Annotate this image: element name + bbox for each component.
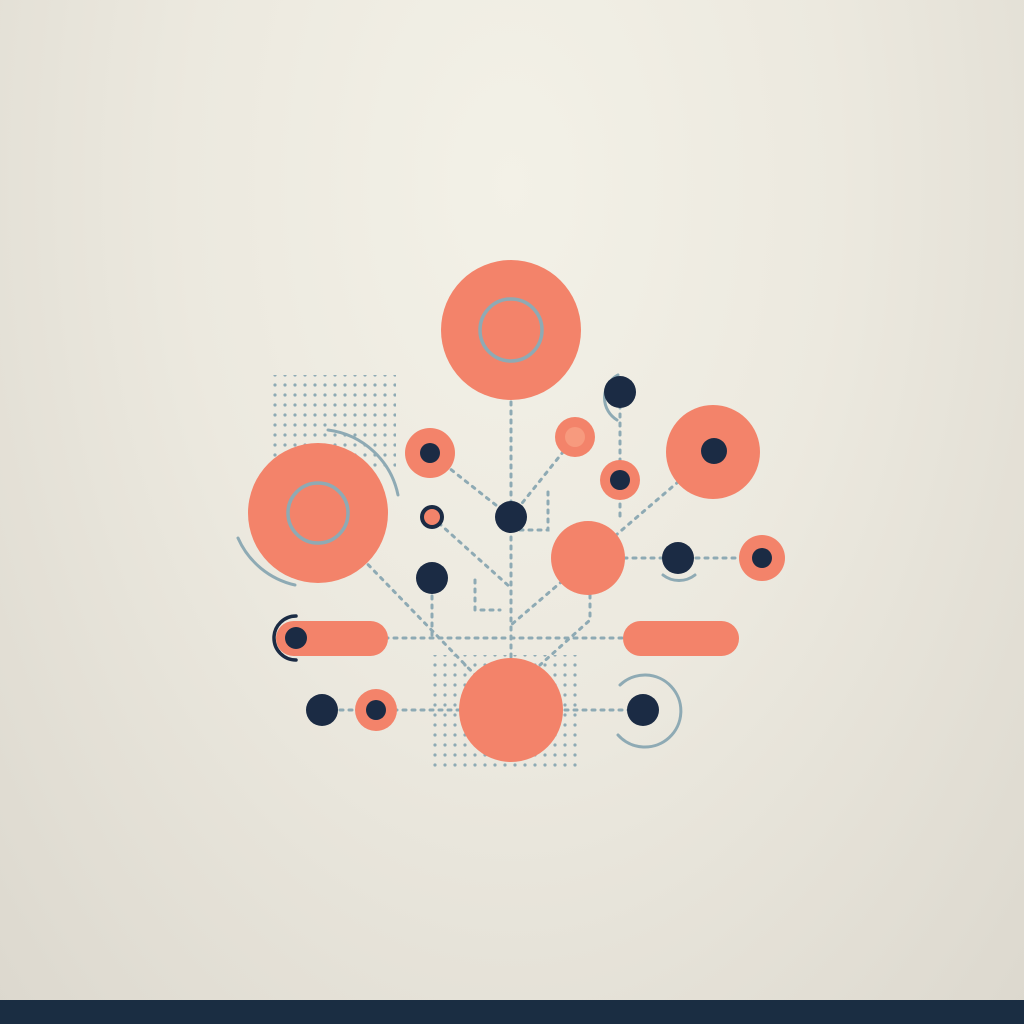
bracket-arc-left (272, 614, 298, 662)
navy-dot (610, 470, 630, 490)
navy-dot (420, 443, 440, 463)
tiny-node-left-fill (424, 509, 440, 525)
navy-dot (701, 438, 727, 464)
small-circle-highlight (565, 427, 585, 447)
navy-dot (662, 542, 694, 574)
navy-dot (306, 694, 338, 726)
large-circle-left (248, 443, 388, 583)
pill-bar-right (623, 621, 739, 656)
ring-top (478, 297, 544, 363)
navy-dot (627, 694, 659, 726)
pill-bar-left (276, 621, 388, 656)
large-circle-top (441, 260, 581, 400)
navy-dot (285, 627, 307, 649)
navy-dots (285, 376, 772, 726)
ring-left (286, 481, 350, 545)
circle-center-right (551, 521, 625, 595)
large-circle-bottom (459, 658, 563, 762)
navy-dot (752, 548, 772, 568)
navy-dot (416, 562, 448, 594)
navy-dot (366, 700, 386, 720)
navy-dot (495, 501, 527, 533)
navy-dot (604, 376, 636, 408)
bottom-bar (0, 1000, 1024, 1024)
